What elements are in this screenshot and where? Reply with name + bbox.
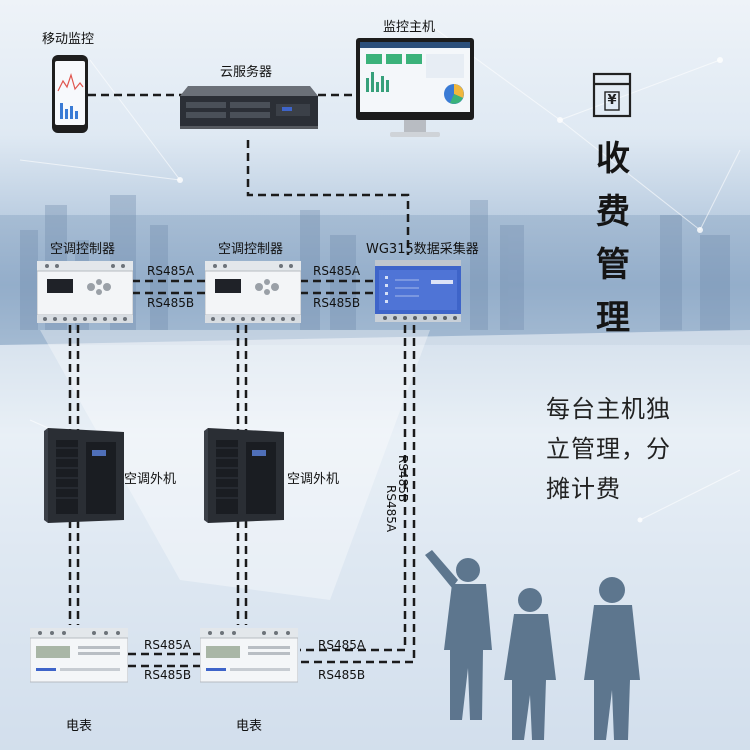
panel-title-char: 收: [596, 139, 630, 179]
ac-outdoor-unit-icon: [44, 428, 124, 523]
meter2-label: 电表: [236, 719, 263, 734]
panel-title-char: 费: [596, 192, 630, 232]
bus-label-meter2-a: RS485A: [318, 638, 366, 652]
ac-controller-icon: [205, 255, 301, 325]
electric-meter-icon: [30, 626, 128, 686]
yen-glyph: ¥: [607, 93, 617, 108]
panel-title-char: 管: [596, 245, 630, 285]
panel-desc-line: 摊计费: [546, 475, 621, 503]
monitor-label: 监控主机: [383, 20, 436, 35]
cloud-server-icon: [180, 82, 318, 130]
bus-label-vertical-b: RS485B: [396, 455, 410, 503]
controller2-label: 空调控制器: [218, 242, 284, 257]
monitor-icon: [356, 38, 474, 140]
link-collector-meter-a: [300, 325, 407, 652]
mobile-phone-icon: [52, 55, 88, 133]
collector-label: WG315数据采集器: [366, 242, 479, 257]
bus-label-meter2-b: RS485B: [318, 668, 366, 682]
electric-meter-icon: [200, 626, 298, 686]
meter1-label: 电表: [66, 719, 93, 734]
bus-label-ctrl1-a: RS485A: [147, 264, 195, 278]
controller1-label: 空调控制器: [50, 242, 116, 257]
bus-label-ctrl1-b: RS485B: [147, 296, 195, 310]
outdoor2-label: 空调外机: [287, 472, 340, 487]
bus-label-meter1-a: RS485A: [144, 638, 192, 652]
bus-label-meter1-b: RS485B: [144, 668, 192, 682]
people-silhouettes: [425, 550, 640, 740]
ac-controller-icon: [37, 255, 133, 325]
bus-label-ctrl2-a: RS485A: [313, 264, 361, 278]
yen-receipt-icon: ¥: [592, 72, 632, 118]
data-collector-icon: [375, 256, 461, 326]
panel-desc-line: 每台主机独: [546, 395, 671, 423]
mobile-label: 移动监控: [42, 32, 95, 47]
outdoor1-label: 空调外机: [124, 472, 177, 487]
ac-outdoor-unit-icon: [204, 428, 284, 523]
bus-label-ctrl2-b: RS485B: [313, 296, 361, 310]
cloud-label: 云服务器: [220, 65, 273, 80]
link-cloud-collector: [246, 140, 410, 255]
panel-desc-line: 立管理，分: [546, 435, 671, 463]
panel-title-char: 理: [596, 298, 630, 338]
